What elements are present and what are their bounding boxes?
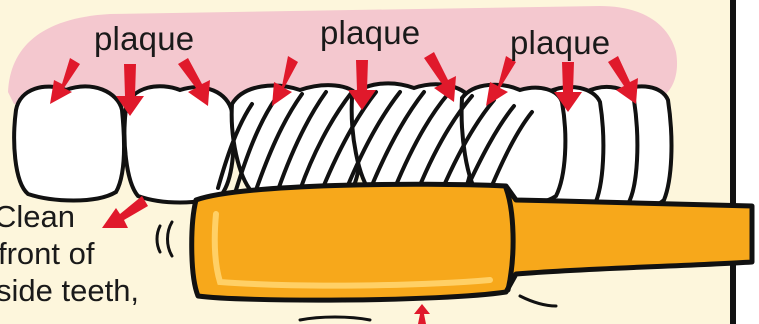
caption-line-1: Clean bbox=[0, 198, 75, 235]
caption-line-3: side teeth, bbox=[0, 272, 139, 309]
plaque-label-left: plaque bbox=[94, 22, 194, 55]
outside-margin bbox=[736, 0, 759, 324]
plaque-label-middle: plaque bbox=[320, 16, 420, 49]
tooth-1 bbox=[14, 86, 124, 200]
plaque-label-right: plaque bbox=[510, 26, 610, 59]
panel-border bbox=[730, 0, 736, 324]
caption-line-2: front of bbox=[0, 235, 95, 272]
